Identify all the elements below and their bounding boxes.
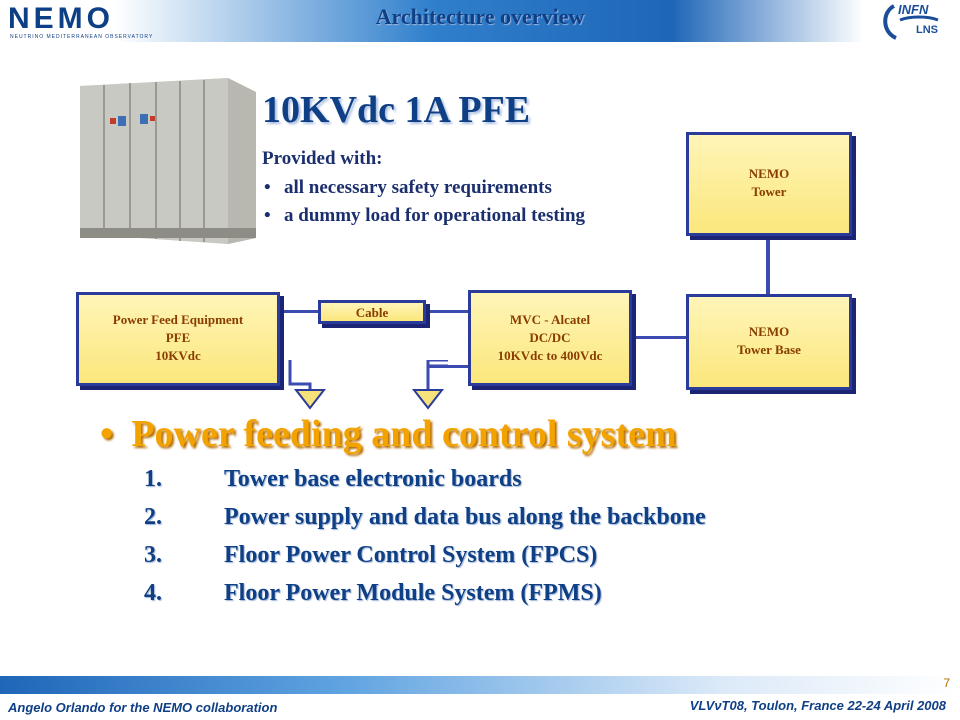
connector-pfe-cable [282, 310, 318, 313]
connector-cable-mvc [426, 310, 468, 313]
mvc-box-line: MVC - Alcatel [509, 312, 591, 327]
item-text: Tower base electronic boards [224, 466, 522, 492]
tower-box-line: NEMO [748, 166, 790, 181]
nemo-logo-word: NEMO [8, 2, 114, 35]
item-number: 1. [144, 466, 162, 492]
bullet-dot-icon: • [264, 205, 271, 226]
numbered-item: 3. Floor Power Control System (FPCS) [144, 542, 904, 580]
lns-logo-text: LNS [916, 24, 938, 36]
footer-bar [0, 676, 960, 694]
nemo-tower-box: NEMO Tower [686, 132, 852, 236]
numbered-list: 1. Tower base electronic boards 2. Power… [144, 466, 904, 618]
page-number: 7 [943, 676, 950, 690]
main-bullet-icon: • [100, 413, 114, 455]
nemo-logo: NEMO NEUTRINO MEDITERRANEAN OBSERVATORY [8, 2, 178, 42]
pfe-box-line: 10KVdc [155, 348, 201, 363]
bullet-dot-icon: • [264, 177, 271, 198]
cable-box: Cable [318, 300, 426, 324]
item-text: Floor Power Control System (FPCS) [224, 542, 598, 568]
item-number: 2. [144, 504, 162, 530]
pfe-box-line: PFE [165, 330, 191, 345]
main-heading: • Power feeding and control system [100, 412, 677, 456]
item-text: Power supply and data bus along the back… [224, 504, 706, 530]
tower-box-line: Tower [751, 184, 787, 199]
main-heading-text: Power feeding and control system [131, 413, 677, 455]
pfe-bullet-list: • all necessary safety requirements • a … [262, 174, 682, 230]
infn-swoosh-icon [883, 4, 939, 40]
pfe-bullet-item: • a dummy load for operational testing [262, 202, 664, 230]
nemo-tower-base-box: NEMO Tower Base [686, 294, 852, 390]
infn-logo-text: INFN [898, 2, 929, 17]
footer-author: Angelo Orlando for the NEMO collaboratio… [8, 700, 278, 715]
mvc-box: MVC - Alcatel DC/DC 10KVdc to 400Vdc [468, 290, 632, 386]
connector-tower-towerbase [766, 240, 770, 294]
item-number: 3. [144, 542, 162, 568]
pfe-title: 10KVdc 1A PFE [262, 89, 531, 131]
pfe-cabinet-image [80, 78, 256, 244]
slide-title: Architecture overview [375, 4, 585, 29]
infn-logo: INFN LNS [880, 2, 950, 42]
tower-base-box-line: Tower Base [737, 342, 801, 357]
pfe-bullet-text: all necessary safety requirements [284, 177, 552, 198]
numbered-item: 4. Floor Power Module System (FPMS) [144, 580, 904, 618]
numbered-item: 1. Tower base electronic boards [144, 466, 904, 504]
numbered-item: 2. Power supply and data bus along the b… [144, 504, 904, 542]
pfe-box-line: Power Feed Equipment [112, 312, 244, 327]
footer-conference: VLVνT08, Toulon, France 22-24 April 2008 [689, 698, 946, 713]
connector-mvc-towerbase [632, 336, 686, 339]
cable-label: Cable [355, 305, 389, 320]
item-text: Floor Power Module System (FPMS) [224, 580, 602, 606]
pfe-bullet-text: a dummy load for operational testing [284, 205, 586, 226]
mvc-box-line: 10KVdc to 400Vdc [497, 348, 603, 363]
pfe-bullet-item: • all necessary safety requirements [262, 174, 682, 202]
ground-pfe-icon [288, 360, 326, 410]
pfe-intro: Provided with: [262, 148, 383, 169]
mvc-box-line: DC/DC [529, 330, 571, 345]
header-bar [0, 0, 960, 42]
nemo-logo-tagline: NEUTRINO MEDITERRANEAN OBSERVATORY [10, 34, 154, 40]
connector-mvc-ground [428, 365, 468, 368]
tower-base-box-line: NEMO [748, 324, 790, 339]
pfe-box: Power Feed Equipment PFE 10KVdc [76, 292, 280, 386]
item-number: 4. [144, 580, 162, 606]
